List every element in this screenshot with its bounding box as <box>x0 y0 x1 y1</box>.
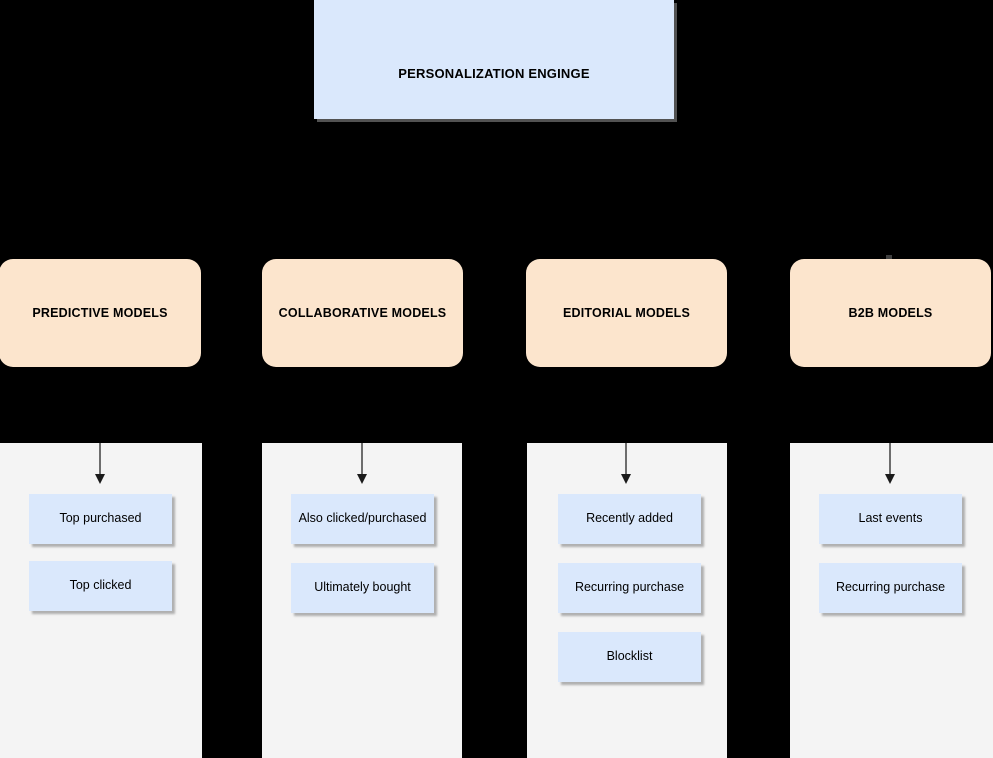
category-label-b2b-models: B2B MODELS <box>848 306 933 320</box>
item-label-also-clicked-purchased: Also clicked/purchased <box>298 511 427 526</box>
arrow-to-collaborative-items <box>361 443 363 475</box>
item-box-also-clicked-purchased[interactable]: Also clicked/purchased <box>291 494 434 544</box>
personalization-engine-label: PERSONALIZATION ENGINGE <box>398 66 590 81</box>
category-label-collaborative-models: COLLABORATIVE MODELS <box>278 306 447 320</box>
item-label-blocklist: Blocklist <box>606 649 653 664</box>
item-label-recurring-purchase-editorial: Recurring purchase <box>574 580 685 595</box>
item-label-recurring-purchase-b2b: Recurring purchase <box>835 580 946 595</box>
item-label-last-events: Last events <box>858 511 923 526</box>
connector-stub-mark <box>886 255 892 260</box>
item-label-top-purchased: Top purchased <box>59 511 142 526</box>
item-box-recurring-purchase-editorial[interactable]: Recurring purchase <box>558 563 701 613</box>
item-box-top-clicked[interactable]: Top clicked <box>29 561 172 611</box>
category-box-predictive-models[interactable]: PREDICTIVE MODELS <box>0 259 201 367</box>
item-box-last-events[interactable]: Last events <box>819 494 962 544</box>
item-box-top-purchased[interactable]: Top purchased <box>29 494 172 544</box>
item-box-blocklist[interactable]: Blocklist <box>558 632 701 682</box>
category-label-predictive-models: PREDICTIVE MODELS <box>32 306 168 320</box>
arrow-to-b2b-items <box>889 443 891 475</box>
item-label-recently-added: Recently added <box>586 511 673 526</box>
item-box-ultimately-bought[interactable]: Ultimately bought <box>291 563 434 613</box>
item-label-ultimately-bought: Ultimately bought <box>314 580 411 595</box>
arrow-to-editorial-items <box>625 443 627 475</box>
arrow-to-predictive-items <box>99 443 101 475</box>
category-box-collaborative-models[interactable]: COLLABORATIVE MODELS <box>262 259 463 367</box>
personalization-engine-box[interactable]: PERSONALIZATION ENGINGE <box>314 0 674 119</box>
item-box-recently-added[interactable]: Recently added <box>558 494 701 544</box>
category-box-editorial-models[interactable]: EDITORIAL MODELS <box>526 259 727 367</box>
item-label-top-clicked: Top clicked <box>69 578 132 593</box>
category-label-editorial-models: EDITORIAL MODELS <box>562 306 691 320</box>
item-box-recurring-purchase-b2b[interactable]: Recurring purchase <box>819 563 962 613</box>
category-box-b2b-models[interactable]: B2B MODELS <box>790 259 991 367</box>
